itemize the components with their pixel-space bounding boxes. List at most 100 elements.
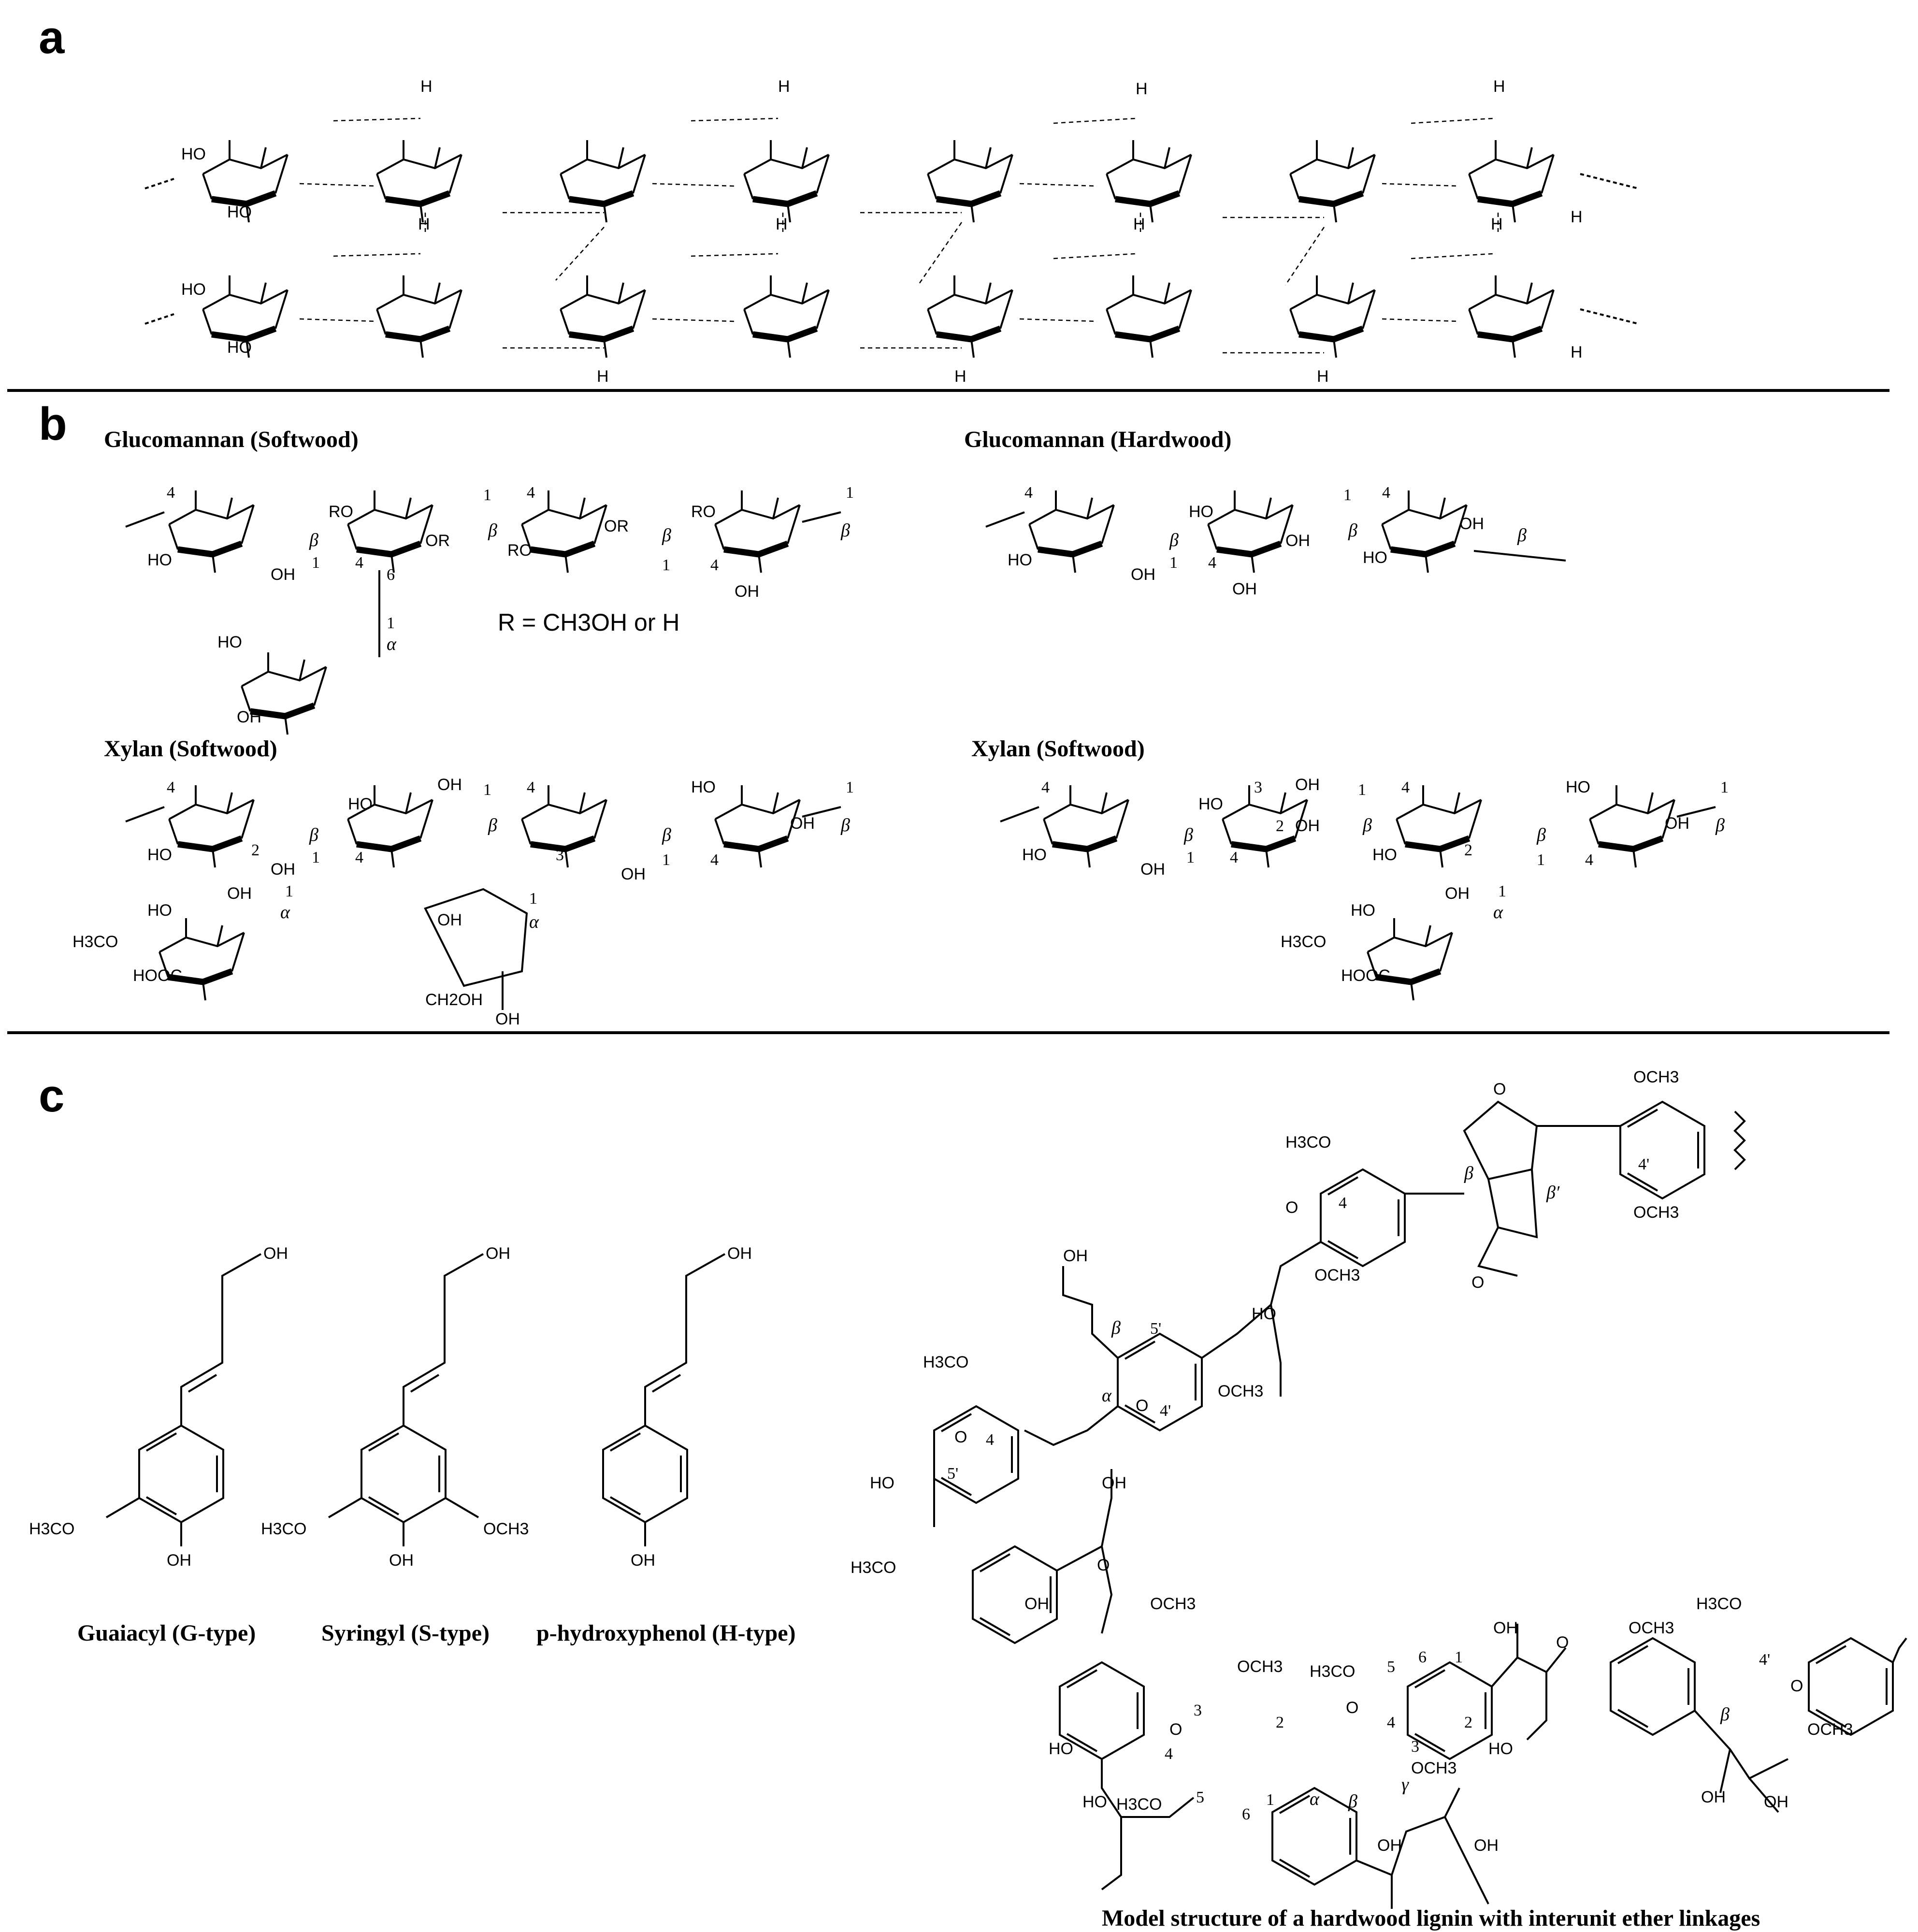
- svg-text:H: H: [778, 77, 790, 96]
- svg-text:H: H: [1136, 80, 1148, 98]
- glucomannan-softwood-structure: HO OH RO OR RO OR RO OH HO OH β β β β α …: [125, 484, 854, 735]
- svg-text:OH: OH: [167, 1551, 191, 1570]
- svg-text:HO: HO: [1488, 1740, 1513, 1758]
- svg-text:OR: OR: [604, 517, 629, 535]
- svg-text:1: 1: [483, 781, 491, 799]
- svg-text:OH: OH: [1445, 884, 1470, 903]
- svg-text:β: β: [1464, 1163, 1473, 1183]
- svg-text:OH: OH: [1063, 1247, 1088, 1265]
- svg-text:H: H: [1491, 215, 1503, 233]
- svg-text:OH: OH: [437, 911, 462, 929]
- svg-text:HO: HO: [1372, 846, 1397, 864]
- svg-text:β: β: [840, 815, 850, 836]
- svg-text:H: H: [1493, 77, 1505, 96]
- glucomannan-hardwood-structure: HO OH HO OH OH HO OH β β β 4 1 4 1 4: [985, 484, 1566, 598]
- svg-text:OCH3: OCH3: [1411, 1759, 1457, 1777]
- svg-text:β: β: [1362, 815, 1372, 836]
- svg-text:4: 4: [1387, 1714, 1395, 1731]
- svg-text:1: 1: [285, 882, 293, 900]
- svg-text:α: α: [1102, 1385, 1112, 1406]
- svg-text:OCH3: OCH3: [1314, 1266, 1360, 1284]
- svg-text:1: 1: [312, 554, 320, 572]
- svg-text:β: β: [1536, 825, 1546, 845]
- svg-text:2: 2: [251, 841, 260, 859]
- svg-text:HO: HO: [1022, 846, 1047, 864]
- hardwood-lignin-model-structure: [933, 1100, 1907, 1909]
- svg-text:OH: OH: [389, 1551, 414, 1570]
- svg-text:4: 4: [1585, 851, 1593, 869]
- svg-text:β: β: [1169, 530, 1179, 550]
- svg-text:OCH3: OCH3: [1237, 1658, 1283, 1676]
- svg-text:HO: HO: [1189, 503, 1213, 521]
- svg-text:H3CO: H3CO: [261, 1520, 306, 1538]
- svg-text:4: 4: [1382, 484, 1390, 502]
- svg-text:OH: OH: [486, 1244, 510, 1263]
- cellulose-atom-labels: HO HO HO HO H H H H H H H H H H H H H: [181, 77, 1583, 386]
- svg-text:HO: HO: [181, 280, 206, 299]
- svg-text:6: 6: [1242, 1805, 1250, 1823]
- svg-text:OCH3: OCH3: [1633, 1203, 1679, 1222]
- svg-text:5': 5': [1150, 1320, 1161, 1338]
- svg-text:4: 4: [1041, 779, 1050, 796]
- svg-text:1: 1: [1169, 554, 1178, 572]
- svg-text:β: β: [1183, 825, 1193, 845]
- svg-text:3: 3: [1254, 779, 1262, 796]
- svg-text:HO: HO: [147, 901, 172, 920]
- svg-text:HO: HO: [691, 778, 716, 796]
- panel-c-letter: c: [39, 1070, 64, 1122]
- svg-text:6: 6: [387, 566, 395, 584]
- svg-text:CH2OH: CH2OH: [425, 991, 483, 1009]
- svg-text:OH: OH: [437, 776, 462, 794]
- svg-text:γ: γ: [1401, 1774, 1409, 1795]
- svg-text:1: 1: [1720, 779, 1729, 796]
- label-p-hydroxyphenol: p-hydroxyphenol (H-type): [536, 1620, 796, 1646]
- svg-text:4: 4: [710, 556, 719, 574]
- svg-text:3: 3: [1194, 1701, 1202, 1719]
- label-guaiacyl: Guaiacyl (G-type): [77, 1620, 256, 1646]
- panel-b-letter: b: [39, 398, 67, 450]
- svg-text:α: α: [387, 634, 397, 654]
- xylan-softwood-left-structure: HO OH HO OH OH HO OH HO OH H3CO HOOC OH …: [72, 776, 854, 1028]
- svg-text:OH: OH: [271, 565, 295, 584]
- svg-text:OH: OH: [495, 1010, 520, 1028]
- guaiacyl-structure: OH H3CO OH: [29, 1244, 288, 1570]
- svg-text:1: 1: [1343, 486, 1352, 504]
- svg-text:OH: OH: [727, 1244, 752, 1263]
- cellulose-chain-bottom: [144, 275, 1639, 358]
- svg-text:4: 4: [986, 1431, 994, 1449]
- svg-text:H: H: [597, 367, 609, 386]
- svg-text:H3CO: H3CO: [1285, 1133, 1331, 1152]
- svg-text:H3CO: H3CO: [29, 1520, 74, 1538]
- svg-text:HO: HO: [348, 795, 373, 813]
- svg-text:OCH3: OCH3: [1807, 1720, 1853, 1739]
- svg-text:H: H: [1133, 215, 1145, 233]
- svg-text:OH: OH: [271, 860, 295, 879]
- svg-text:O: O: [1136, 1397, 1148, 1415]
- svg-text:α: α: [529, 912, 539, 932]
- svg-text:4: 4: [355, 554, 363, 572]
- lignin-position-labels: 4 4' β β′ 5' β α 4' 4 5' 3 2 4 5 6 1 α β…: [947, 1155, 1770, 1823]
- svg-text:H3CO: H3CO: [923, 1353, 968, 1371]
- svg-text:OH: OH: [1140, 860, 1165, 879]
- svg-text:β: β: [309, 530, 318, 550]
- svg-text:OCH3: OCH3: [1633, 1068, 1679, 1086]
- svg-text:2: 2: [1276, 817, 1284, 835]
- svg-text:OR: OR: [425, 532, 450, 550]
- title-glucomannan-hardwood: Glucomannan (Hardwood): [964, 427, 1231, 452]
- lignin-caption: Model structure of a hardwood lignin wit…: [1102, 1905, 1760, 1931]
- svg-text:4: 4: [1165, 1745, 1173, 1763]
- p-hydroxyphenol-structure: OH OH: [602, 1244, 752, 1570]
- svg-text:α: α: [1493, 902, 1503, 923]
- svg-text:OH: OH: [1102, 1474, 1126, 1492]
- svg-text:RO: RO: [329, 503, 353, 521]
- svg-text:OH: OH: [1493, 1619, 1518, 1637]
- svg-text:5: 5: [1387, 1658, 1395, 1676]
- svg-text:4': 4': [1638, 1155, 1649, 1173]
- svg-text:OH: OH: [1131, 565, 1155, 584]
- svg-text:O: O: [954, 1428, 967, 1446]
- svg-text:H: H: [954, 367, 966, 386]
- svg-text:β: β: [309, 825, 318, 845]
- svg-text:β: β: [1348, 1791, 1357, 1812]
- svg-text:1: 1: [1186, 849, 1195, 866]
